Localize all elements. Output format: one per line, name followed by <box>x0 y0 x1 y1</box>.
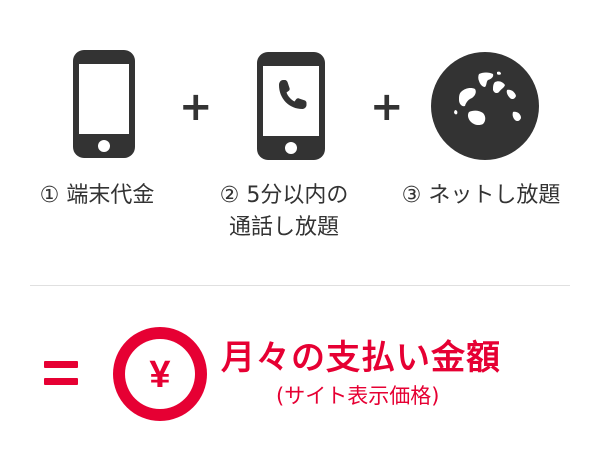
monthly-payment-title: 月々の支払い金額 <box>221 338 501 378</box>
smartphone-call-icon <box>257 52 325 160</box>
label-line: ② 5分以内の <box>219 183 349 208</box>
item-label-net-unlimited: ③ ネットし放題 <box>386 180 576 212</box>
yen-icon: ¥ <box>113 327 207 421</box>
item-label-device-cost: ① 端末代金 <box>28 180 166 212</box>
plus-operator: + <box>179 84 213 130</box>
label-line: 通話し放題 <box>228 215 339 240</box>
smartphone-icon <box>73 50 135 158</box>
label-line: ① 端末代金 <box>39 183 155 208</box>
item-label-call-unlimited: ② 5分以内の 通話し放題 <box>204 180 364 244</box>
globe-icon <box>431 52 539 160</box>
divider <box>30 285 570 286</box>
monthly-payment-subtitle: (サイト表示価格) <box>276 384 440 408</box>
plus-operator: + <box>370 84 404 130</box>
equals-operator <box>44 361 78 387</box>
yen-symbol: ¥ <box>149 354 170 396</box>
label-line: ③ ネットし放題 <box>401 183 561 208</box>
